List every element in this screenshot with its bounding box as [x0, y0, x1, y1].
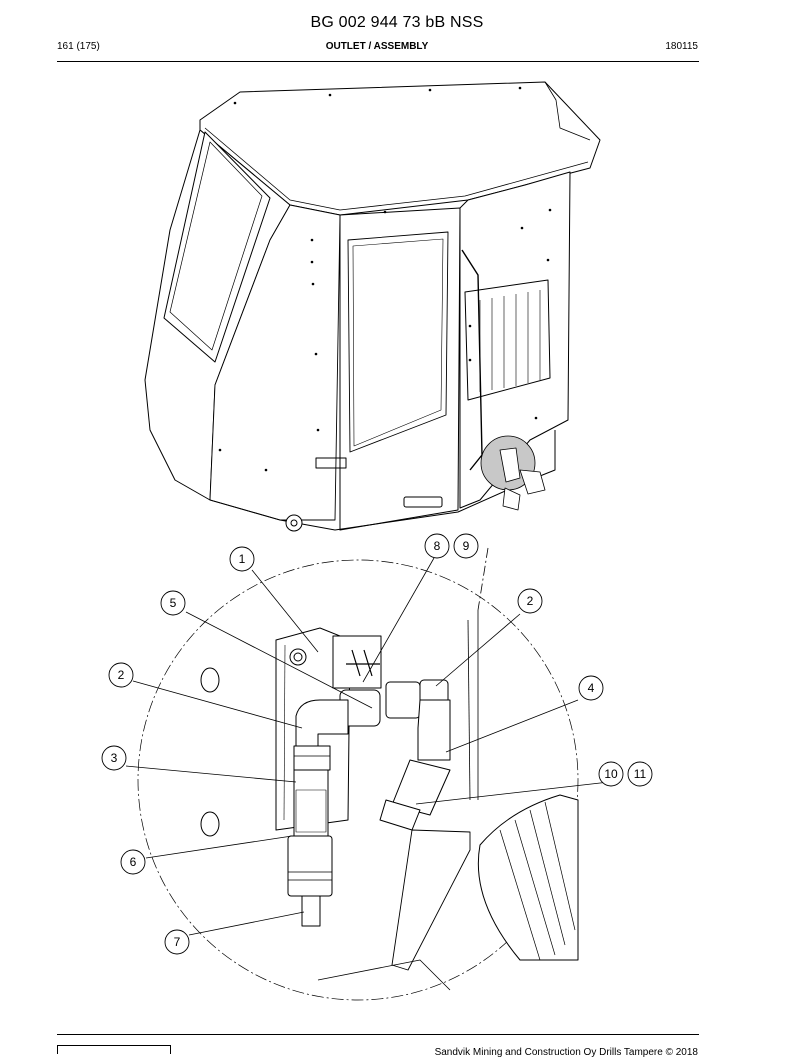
section-title: OUTLET / ASSEMBLY	[325, 41, 429, 52]
callout-2-right	[517, 588, 543, 614]
callout-label: 2	[527, 594, 534, 608]
callout-label: 5	[170, 596, 177, 610]
callout-label: 10	[604, 767, 618, 781]
callout-label: 2	[118, 668, 125, 682]
callout-3	[101, 745, 127, 771]
company-logo	[57, 1045, 171, 1054]
callout-label: 6	[130, 855, 137, 869]
header-divider	[57, 61, 699, 62]
footer-divider	[57, 1034, 699, 1035]
document-title: BG 002 944 73 bB NSS	[310, 14, 484, 31]
outlet-assembly-detail	[200, 610, 579, 991]
callout-label: 7	[174, 935, 181, 949]
callout-9	[453, 533, 479, 559]
callout-8	[424, 533, 450, 559]
callout-4	[578, 675, 604, 701]
callout-6	[120, 849, 146, 875]
document-date: 180115	[665, 41, 698, 52]
callout-1	[229, 546, 255, 572]
callout-label: 4	[588, 681, 595, 695]
callouts	[101, 533, 653, 955]
callout-label: 3	[111, 751, 118, 765]
detail-boundary	[137, 559, 579, 1001]
cabin-illustration	[144, 81, 601, 532]
page-number: 161 (175)	[57, 41, 100, 52]
callout-label: 8	[434, 539, 441, 553]
callout-2-left	[108, 662, 134, 688]
callout-label: 9	[463, 539, 470, 553]
callout-labels: 1 2 2 3 4 5 6 7 8 9 10 11	[111, 539, 647, 949]
callout-10	[598, 761, 624, 787]
callout-7	[164, 929, 190, 955]
callout-11	[627, 761, 653, 787]
callout-5	[160, 590, 186, 616]
leader-lines	[125, 557, 610, 936]
callout-label: 1	[239, 552, 246, 566]
callout-label: 11	[634, 767, 647, 781]
